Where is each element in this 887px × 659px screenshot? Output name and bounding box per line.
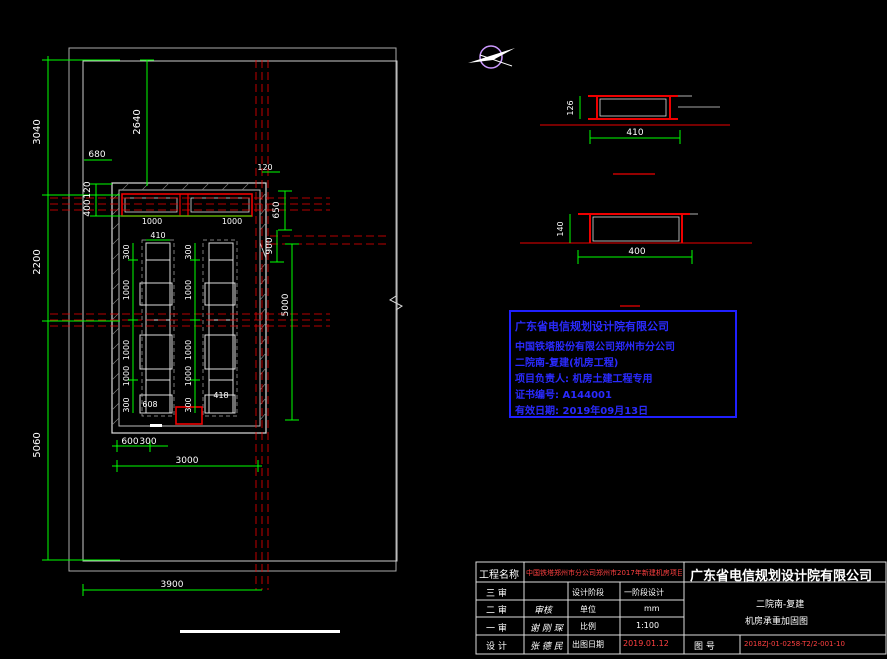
scale-bar [180, 630, 340, 633]
dim-5000: 5000 [281, 293, 291, 316]
project-label: 工程名称 [479, 570, 519, 581]
dim-1000-right: 1000 [222, 217, 242, 226]
cabinet-row-2 [204, 242, 236, 414]
stamp-line-5: 证书编号: A144001 [515, 390, 612, 401]
dim-650: 650 [272, 201, 282, 218]
dim-900: 900 [265, 237, 275, 254]
date-value: 2019.01.12 [623, 639, 669, 648]
stamp-line-6: 有效日期: 2019年09月13日 [515, 406, 649, 417]
drawing-title-1: 二院南-复建 [756, 600, 805, 610]
beam-detail-bottom [520, 213, 752, 264]
dim-300: 300 [139, 437, 156, 447]
stamp-line-3: 二院南-复建(机房工程) [515, 358, 619, 369]
dim-3900: 3900 [161, 580, 184, 590]
dim-row2-300-top: 300 [184, 244, 193, 259]
row-label-design: 设 计 [486, 642, 507, 652]
dim-row1-300-bottom: 300 [122, 397, 131, 412]
beam-detail-top [540, 95, 730, 144]
dim-row1-300-top: 300 [122, 244, 131, 259]
signature-4: 张 德 民 [530, 642, 563, 652]
drawing-title-2: 机房承重加固图 [745, 617, 809, 627]
dim-1000-left: 1000 [142, 217, 162, 226]
room-wall-outer [111, 182, 267, 434]
row-label-2: 二 审 [486, 606, 507, 616]
stamp-line-1: 广东省电信规划设计院有限公司 [515, 320, 669, 333]
break-line [389, 295, 403, 311]
dim-row1-1000-a: 1000 [122, 280, 131, 300]
project-name: 中国铁塔郑州市分公司郑州市2017年新建机房项目 [526, 569, 682, 577]
detail-top-width: 410 [626, 128, 643, 138]
dim-410: 410 [150, 231, 165, 240]
dim-418: 418 [213, 391, 228, 400]
row-label-1: 一 审 [486, 624, 507, 634]
dim-3000: 3000 [176, 456, 199, 466]
dimension-lines [42, 56, 299, 596]
scale-value: 1:100 [636, 621, 660, 630]
detail-bottom-width: 400 [628, 247, 645, 257]
dim-2200: 2200 [32, 249, 43, 274]
dim-5060: 5060 [32, 432, 43, 457]
dim-row1-1000-c: 1000 [122, 366, 131, 386]
dim-row2-1000-c: 1000 [184, 366, 193, 386]
detail-top-height: 126 [566, 100, 575, 115]
scale-label: 比例 [580, 622, 596, 631]
design-approval-stamp: 广东省电信规划设计院有限公司 中国铁塔股份有限公司郑州市分公司 二院南-复建(机… [509, 310, 737, 418]
bottom-red-box [175, 406, 203, 425]
unit-value: mm [644, 604, 660, 613]
room-wall-inner [118, 189, 261, 427]
dim-2640: 2640 [132, 109, 143, 134]
dim-row2-1000-a: 1000 [184, 280, 193, 300]
north-arrow-icon [468, 45, 515, 69]
dim-400: 400 [83, 199, 93, 216]
phase-value: 一阶段设计 [624, 588, 664, 597]
cabinet-row-1 [139, 242, 173, 414]
red-axis-lines [50, 60, 390, 590]
dim-row1-1000-b: 1000 [122, 340, 131, 360]
stamp-line-4: 项目负责人: 机房土建工程专用 [515, 374, 653, 385]
company-name: 广东省电信规划设计院有限公司 [690, 569, 873, 584]
unit-label: 单位 [580, 605, 596, 614]
dim-600: 600 [121, 437, 138, 447]
title-block-grid [475, 561, 887, 655]
date-label: 出图日期 [572, 640, 604, 649]
dim-row2-300-bottom: 300 [184, 397, 193, 412]
door-sill [150, 424, 162, 427]
detail-bottom-height: 140 [556, 221, 565, 236]
drawing-no-value: 2018ZJ-01-0258-T2/2-001-10 [744, 640, 845, 648]
signature-2: 审核 [534, 606, 553, 616]
door-swing [259, 242, 267, 259]
top-rack-red [121, 193, 253, 217]
signature-3: 谢 刚 琛 [530, 624, 563, 634]
dim-120-right: 120 [257, 163, 272, 172]
drawing-no-label: 图 号 [694, 642, 715, 652]
wall-hatching [111, 182, 267, 426]
dim-608: 608 [142, 400, 157, 409]
row-label-3: 三 审 [486, 589, 507, 599]
dim-row2-1000-b: 1000 [184, 340, 193, 360]
dim-3040: 3040 [32, 119, 43, 144]
building-outline [82, 60, 398, 562]
dim-680: 680 [88, 150, 105, 160]
phase-label: 设计阶段 [572, 588, 604, 597]
stamp-line-2: 中国铁塔股份有限公司郑州市分公司 [515, 342, 675, 353]
dim-120-left: 120 [83, 181, 93, 198]
